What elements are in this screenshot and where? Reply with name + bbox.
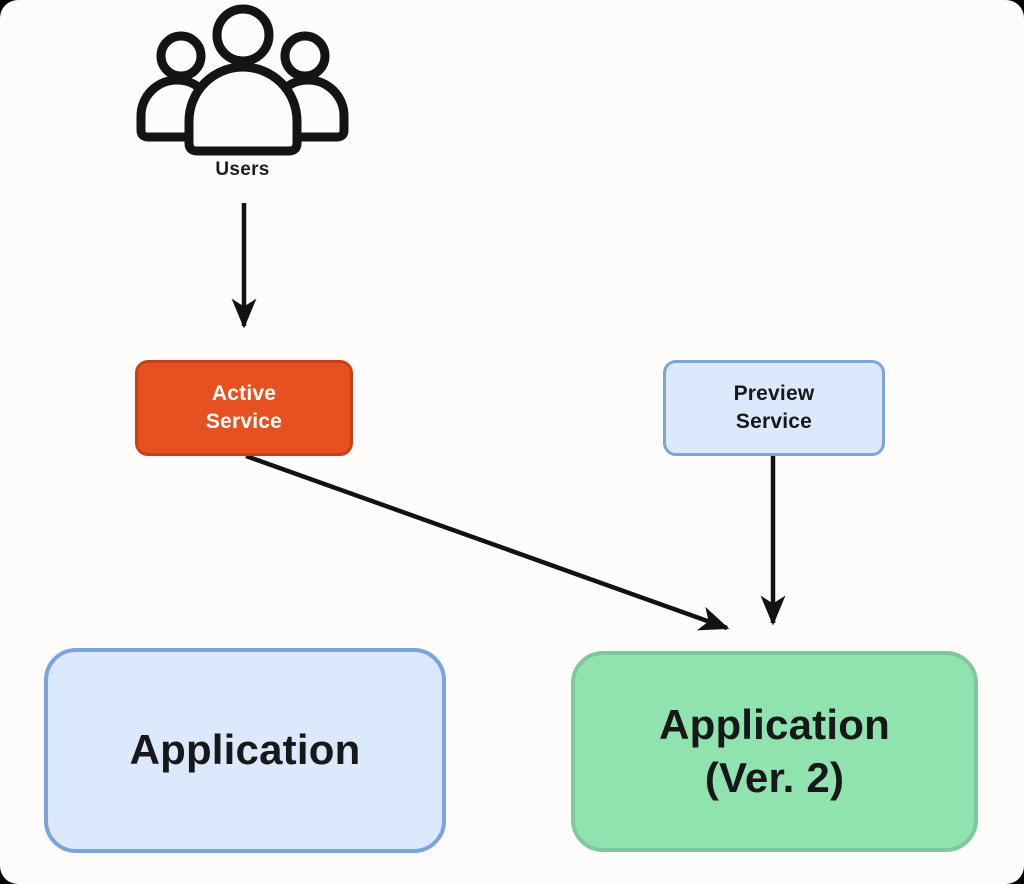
node-application-v2: Application (Ver. 2) [571,651,978,852]
users-label: Users [215,159,270,180]
right-head [280,31,330,81]
node-active-service: Active Service [135,360,353,456]
application-label: Application [129,726,361,774]
node-application: Application [44,648,446,853]
center-head [212,4,274,66]
preview-service-label: Preview Service [733,382,815,433]
center-body [184,62,302,156]
node-users: Users [135,4,350,181]
active-service-label: Active Service [205,382,283,433]
users-group-icon [136,4,349,156]
application-v2-label: Application (Ver. 2) [659,701,890,801]
left-head [156,31,206,81]
arrow-active-service-to-application-v2 [245,453,730,631]
node-preview-service: Preview Service [663,360,885,456]
